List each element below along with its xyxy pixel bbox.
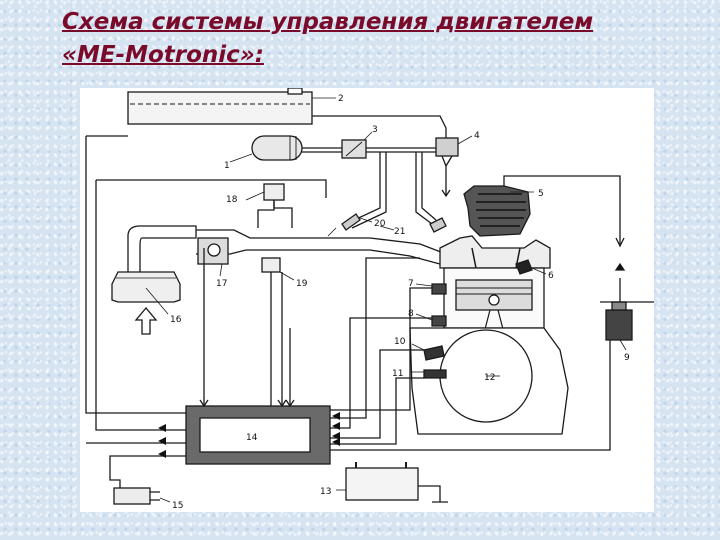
label-13: 13 bbox=[320, 487, 331, 497]
ecu-unit bbox=[185, 405, 331, 465]
wire-9-down bbox=[330, 340, 611, 451]
fuel-return-line bbox=[312, 115, 447, 138]
leader-7 bbox=[415, 283, 433, 287]
slide-title: Схема системы управления двигателем «ME-… bbox=[62, 6, 593, 72]
injector-20 bbox=[341, 213, 361, 231]
label-21: 21 bbox=[394, 227, 405, 237]
wire-inner-top bbox=[96, 179, 327, 198]
sensor-15 bbox=[109, 470, 160, 505]
ecu-left-arrows bbox=[158, 424, 166, 458]
fuel-rail-right-2 bbox=[421, 152, 437, 221]
slide-title-line-1: Схема системы управления двигателем bbox=[62, 9, 594, 35]
crank-sensor-11 bbox=[423, 369, 447, 379]
wire-left-frame bbox=[85, 136, 186, 414]
leader-cyl-line bbox=[327, 227, 337, 237]
arrow-9-up bbox=[614, 262, 626, 271]
label-18: 18 bbox=[226, 195, 238, 205]
label-9: 9 bbox=[624, 353, 630, 363]
leader-4 bbox=[457, 135, 473, 145]
wire-ecu-arrows bbox=[199, 399, 295, 408]
label-8: 8 bbox=[408, 309, 414, 319]
leader-20 bbox=[359, 217, 373, 223]
label-7: 7 bbox=[408, 279, 414, 289]
air-filter bbox=[111, 271, 181, 303]
regulator-vacuum-arrow bbox=[441, 189, 451, 198]
leader-3 bbox=[363, 131, 373, 141]
label-15: 15 bbox=[172, 501, 183, 511]
wire-engine-ecu-3 bbox=[330, 349, 424, 439]
leader-21 bbox=[379, 225, 395, 231]
fuel-rail-left bbox=[349, 152, 381, 223]
coolant-sensor-7 bbox=[431, 283, 447, 295]
label-16: 16 bbox=[170, 315, 182, 325]
leader-10 bbox=[411, 343, 425, 351]
label-12: 12 bbox=[484, 373, 495, 383]
label-6: 6 bbox=[548, 271, 554, 281]
slide-title-line-2: «ME-Motronic»: bbox=[62, 42, 264, 68]
wire-engine-ecu-5 bbox=[330, 287, 432, 411]
fuel-rail-right bbox=[415, 152, 433, 225]
engine-diagram: 1 2 3 4 5 6 7 8 9 10 11 12 13 14 15 16 1… bbox=[80, 88, 654, 512]
knock-sensor bbox=[515, 259, 533, 275]
cylinder-head bbox=[439, 235, 551, 269]
label-2: 2 bbox=[338, 94, 344, 104]
pressure-regulator bbox=[435, 137, 459, 168]
label-4: 4 bbox=[474, 131, 480, 141]
ignition-coil bbox=[463, 185, 531, 237]
air-inlet-arrow bbox=[134, 306, 158, 335]
crank-sensor-10 bbox=[423, 345, 445, 361]
ignition-arrow-9 bbox=[615, 237, 625, 248]
leader-17 bbox=[219, 263, 223, 277]
cylinder-block bbox=[443, 267, 545, 357]
sensor-8 bbox=[431, 315, 447, 327]
wire-engine-ecu-1 bbox=[330, 257, 420, 419]
label-11: 11 bbox=[392, 369, 403, 379]
fuel-rail-left-2 bbox=[351, 152, 387, 229]
label-19: 19 bbox=[296, 279, 308, 289]
wire-sensor-15 bbox=[109, 455, 186, 470]
leader-6 bbox=[531, 267, 547, 275]
leader-9 bbox=[619, 339, 627, 351]
ecu-right-arrows bbox=[332, 412, 340, 446]
fuel-tank bbox=[127, 88, 313, 125]
throttle-sensor bbox=[261, 257, 281, 406]
air-mass-sensor bbox=[257, 183, 293, 228]
injector-21 bbox=[429, 217, 447, 233]
fuel-pump bbox=[251, 135, 303, 161]
leader-8 bbox=[415, 313, 433, 321]
leader-15 bbox=[159, 497, 171, 503]
label-14: 14 bbox=[246, 433, 258, 443]
label-1: 1 bbox=[224, 161, 230, 171]
intake-duct bbox=[127, 225, 447, 272]
ignition-wire-9 bbox=[503, 175, 621, 244]
leader-1 bbox=[229, 153, 253, 163]
engine-diagram-svg: 1 2 3 4 5 6 7 8 9 10 11 12 13 14 15 16 1… bbox=[85, 88, 654, 511]
label-17: 17 bbox=[216, 279, 227, 289]
label-20: 20 bbox=[374, 219, 386, 229]
coil-9 bbox=[605, 301, 633, 341]
fuel-filter bbox=[341, 139, 367, 159]
leader-16 bbox=[145, 287, 169, 315]
label-10: 10 bbox=[394, 337, 406, 347]
label-3: 3 bbox=[372, 125, 378, 135]
battery-ground bbox=[418, 485, 448, 503]
label-5: 5 bbox=[538, 189, 544, 199]
wire-inner-frame bbox=[95, 180, 186, 431]
leader-18 bbox=[245, 191, 265, 201]
battery bbox=[345, 462, 419, 501]
